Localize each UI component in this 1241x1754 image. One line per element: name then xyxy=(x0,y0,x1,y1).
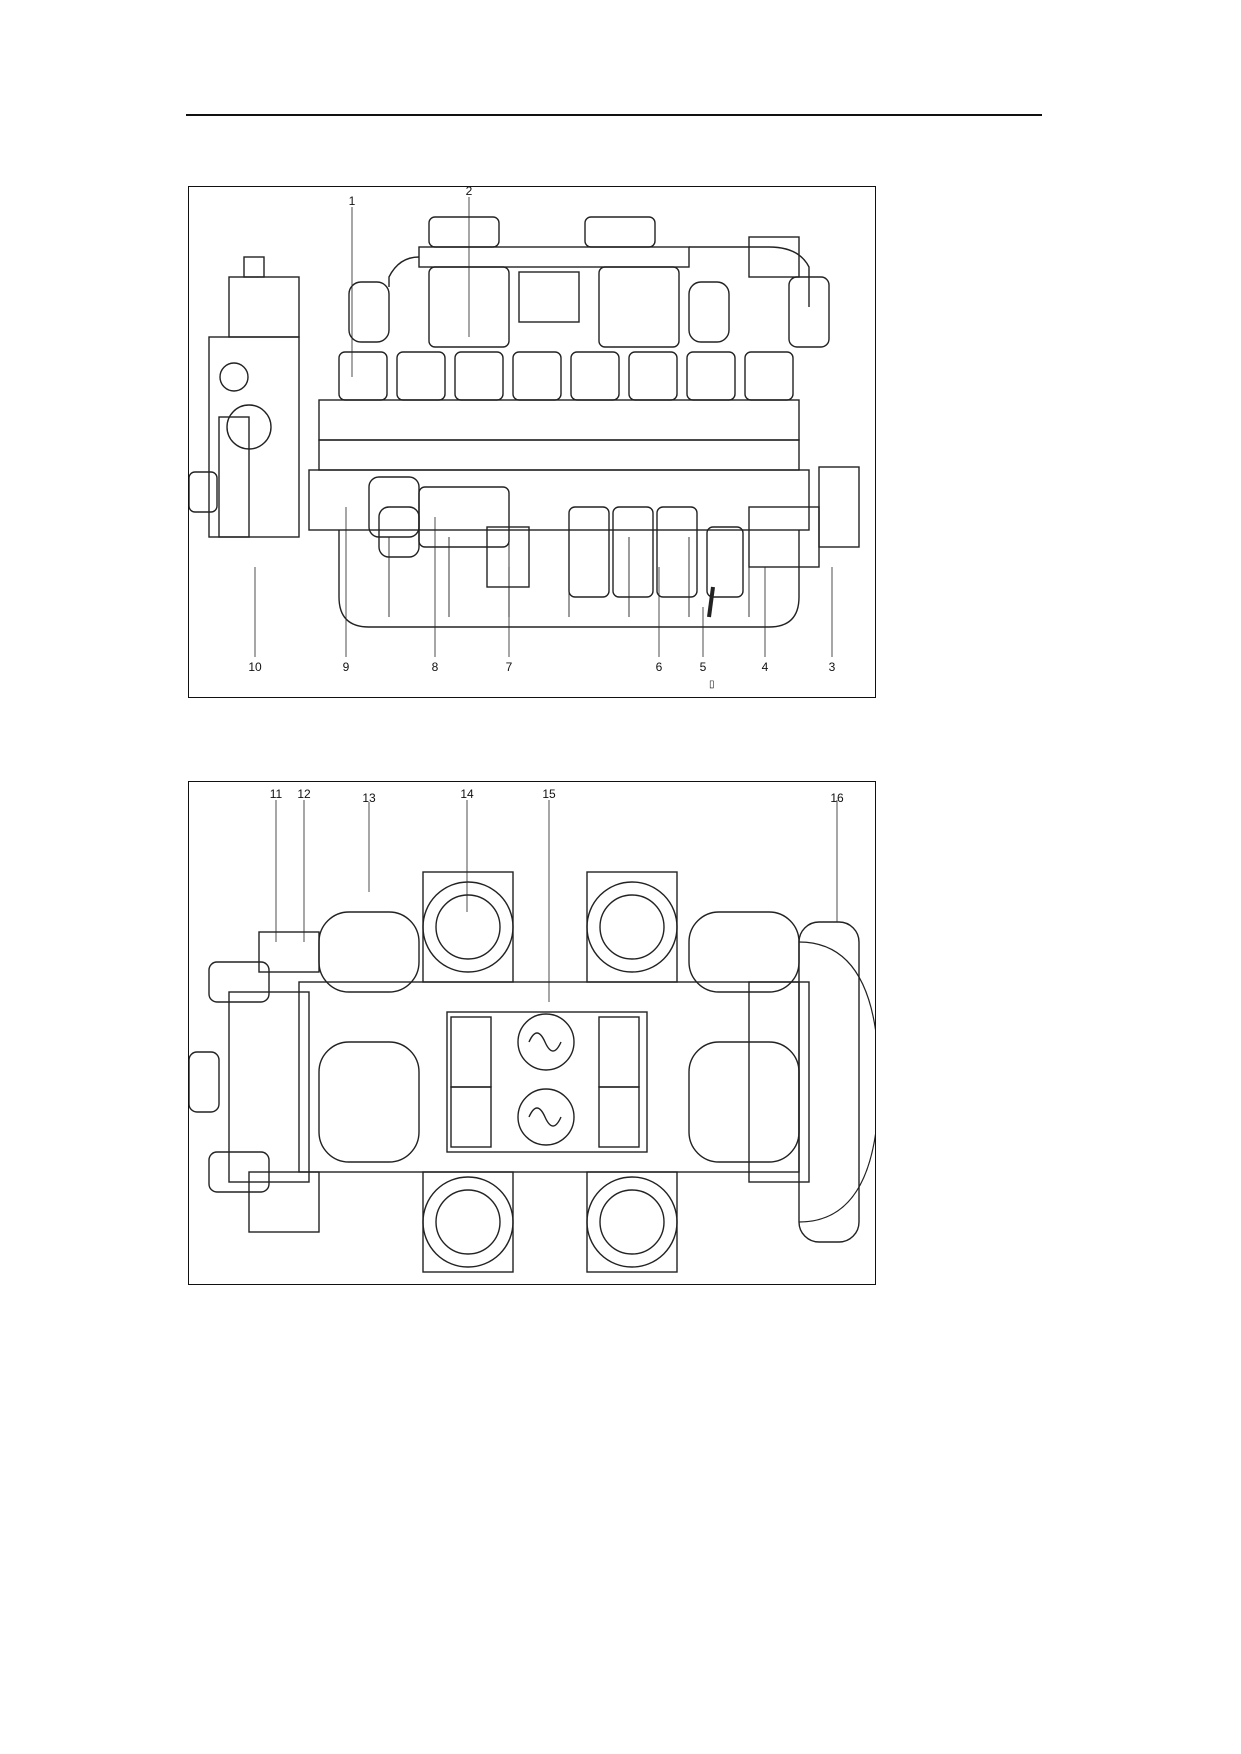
callout-1: 1 xyxy=(348,194,356,208)
callout-12: 12 xyxy=(297,787,311,801)
header-rule xyxy=(186,114,1042,116)
callout-2: 2 xyxy=(465,184,473,198)
callout-8: 8 xyxy=(431,660,439,674)
engine-top-view-figure: 11 12 13 14 15 16 xyxy=(188,781,876,1285)
engine-top-view-drawing xyxy=(189,800,875,1273)
callout-4: 4 xyxy=(761,660,769,674)
small-symbol-icon: ▯ xyxy=(709,679,715,690)
callout-6: 6 xyxy=(655,660,663,674)
engine-side-view-drawing xyxy=(189,197,860,657)
engine-side-view-figure: 1 2 10 9 8 7 6 5 4 3 ▯ xyxy=(188,184,876,698)
callout-16: 16 xyxy=(830,791,844,805)
callout-7: 7 xyxy=(505,660,513,674)
callout-9: 9 xyxy=(342,660,350,674)
callout-10: 10 xyxy=(248,660,262,674)
callout-14: 14 xyxy=(460,787,474,801)
callout-5: 5 xyxy=(699,660,707,674)
callout-15: 15 xyxy=(542,787,556,801)
callout-11: 11 xyxy=(269,787,283,801)
callout-3: 3 xyxy=(828,660,836,674)
callout-13: 13 xyxy=(362,791,376,805)
